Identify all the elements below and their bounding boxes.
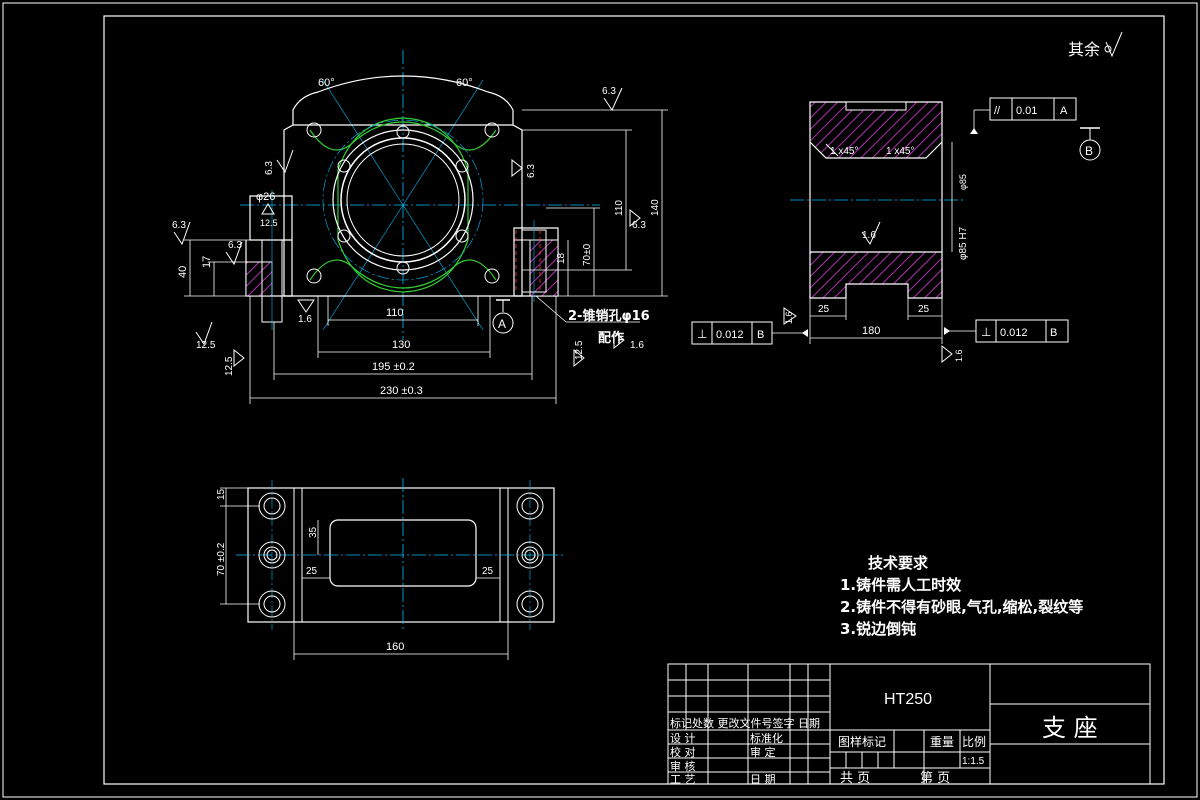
- chamfer-2: 1 x45°: [886, 146, 914, 157]
- total-sheets: 共 页: [840, 771, 870, 786]
- rough-base-right: 12.5: [574, 340, 585, 360]
- top-dim-70: 70 ±0.2: [216, 542, 227, 576]
- dim-18: 18: [556, 252, 567, 264]
- tol-left-sym: ⊥: [697, 327, 707, 341]
- design-label: 设 计: [670, 732, 696, 745]
- datum-b: B: [1085, 144, 1093, 158]
- dim-195: 195 ±0.2: [372, 361, 415, 373]
- dia-rough: 12.5: [260, 218, 278, 228]
- tol-right-val: 0.012: [1000, 327, 1028, 339]
- dia-label: φ26: [256, 191, 275, 203]
- rough-base-far: 12.5: [224, 356, 235, 376]
- rough-pin: 1.6: [298, 314, 312, 325]
- proof-label: 校 对: [670, 745, 696, 759]
- angle-right: 60°: [456, 77, 473, 89]
- angle-left: 60°: [318, 77, 335, 89]
- stage-label: 图样标记: [838, 734, 886, 749]
- side-dim-25-right: 25: [918, 304, 930, 315]
- dim-230: 230 ±0.3: [380, 385, 423, 397]
- rough-right-tab: 6.3: [526, 164, 537, 178]
- scale-value: 1:1.5: [962, 756, 985, 767]
- front-view: 60° 60° 6.3 6.3 6.3 6.3 6.3 6.3 12.5 12.…: [172, 50, 668, 404]
- tol-right-sym: ⊥: [981, 325, 991, 339]
- rough-side-left: 1.6: [784, 311, 794, 324]
- side-view: 1 x45° 1 x45° φ85 H7 φ85 1.6 // 0.01 A B: [691, 97, 1101, 364]
- review-label: 审 核: [670, 759, 696, 773]
- top-dim-15: 15: [216, 488, 227, 500]
- title-block: [667, 663, 1151, 785]
- title-block-text: HT250 支 座 标记处数 更改文件号签字 日期 设 计 校 对 审 核 工 …: [670, 691, 1098, 786]
- rough-step: 6.3: [228, 240, 242, 251]
- rough-right-face: 6.3: [632, 220, 646, 231]
- tech-requirements: 技术要求 1.铸件需人工时效 2.铸件不得有砂眼,气孔,缩松,裂纹等 3.锐边倒…: [840, 554, 1083, 638]
- top-dim-160: 160: [386, 641, 404, 653]
- rev-header: 标记处数 更改文件号签字 日期: [670, 716, 820, 730]
- weight-label: 重量: [930, 735, 954, 749]
- scale-label: 比例: [962, 735, 986, 749]
- tech-item-1: 1.铸件需人工时效: [840, 576, 962, 594]
- chamfer-1: 1 x45°: [830, 146, 858, 157]
- tol-top-sym: //: [994, 105, 1001, 117]
- standard-label: 标准化: [750, 731, 783, 745]
- date-label: 日 期: [750, 773, 776, 786]
- datum-a: A: [498, 317, 506, 331]
- dim-40: 40: [177, 266, 189, 278]
- dim-140: 140: [650, 199, 661, 216]
- tol-right-ref: B: [1050, 327, 1057, 339]
- rough-side-right: 1.6: [954, 349, 964, 362]
- top-dim-35: 35: [308, 526, 319, 538]
- dim-17: 17: [201, 256, 213, 268]
- side-dim-180: 180: [862, 325, 880, 337]
- tol-left-ref: B: [757, 329, 764, 341]
- bore-dim: φ85 H7: [958, 226, 969, 260]
- tech-item-3: 3.锐边倒钝: [840, 620, 916, 638]
- approve-label: 审 定: [750, 745, 776, 759]
- pin-note-line1: 2-锥销孔φ16: [568, 308, 650, 324]
- rough-top: 6.3: [602, 86, 616, 97]
- dim-110-height: 110: [614, 200, 625, 216]
- sheet-number: 第 页: [920, 771, 950, 786]
- rough-bore: 1.6: [862, 230, 876, 241]
- tech-title: 技术要求: [868, 554, 929, 572]
- rough-left-tab: 6.3: [264, 161, 275, 175]
- tol-top-ref: A: [1060, 105, 1068, 117]
- rough-foot: 1.6: [630, 340, 644, 351]
- top-dim-25-right: 25: [482, 566, 494, 577]
- side-dim-25-left: 25: [818, 304, 830, 315]
- dim-70: 70±0: [582, 243, 593, 266]
- top-view: 15 70 ±0.2 35 25 25 160: [216, 478, 566, 660]
- dim-110-width: 110: [386, 307, 404, 319]
- part-name: 支 座: [1042, 714, 1098, 742]
- inner-border: [103, 15, 1165, 785]
- roughness-note-text: 其余: [1068, 40, 1100, 59]
- dim-130: 130: [392, 339, 410, 351]
- tol-left-val: 0.012: [716, 329, 744, 341]
- top-dim-25-left: 25: [306, 566, 318, 577]
- material: HT250: [884, 691, 932, 708]
- bore-small: φ85: [958, 174, 968, 190]
- rough-base-left: 12.5: [196, 340, 216, 351]
- roughness-note: 其余: [1068, 31, 1123, 59]
- tech-item-2: 2.铸件不得有砂眼,气孔,缩松,裂纹等: [840, 598, 1083, 616]
- pin-note-line2: 配作: [598, 330, 624, 346]
- process-label: 工 艺: [670, 773, 696, 786]
- tol-top-val: 0.01: [1016, 105, 1037, 117]
- rough-left-face: 6.3: [172, 220, 186, 231]
